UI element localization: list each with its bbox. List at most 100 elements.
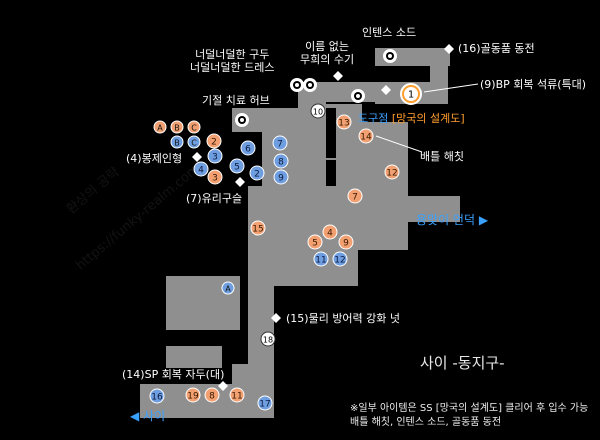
label-antique-coin: (16)골동품 동전: [458, 42, 535, 55]
map-floor: [140, 48, 460, 418]
treasure-shoes-icon: [290, 78, 304, 92]
marker-blue-5: 5: [229, 158, 245, 174]
marker-letter-c: C: [187, 120, 201, 134]
marker-blue-11: 11: [313, 251, 329, 267]
leader-lines: [375, 83, 479, 153]
marker-blue-3: 3: [207, 148, 223, 164]
marker-orange-19: 19: [185, 387, 201, 403]
marker-letter-a: A: [153, 120, 167, 134]
marker-featured-1: 1: [400, 83, 422, 105]
svg-text:1: 1: [408, 90, 414, 101]
marker-orange-7: 7: [347, 188, 363, 204]
item-sp-icon: [218, 381, 228, 391]
marker-white-10: 10: [310, 103, 326, 119]
svg-text:6: 6: [245, 145, 251, 155]
marker-blue-8: 8: [273, 153, 289, 169]
marker-blue-12: 12: [332, 251, 348, 267]
svg-text:9: 9: [278, 174, 284, 184]
item-water-icon: [271, 313, 281, 323]
svg-text:3: 3: [212, 174, 218, 184]
marker-white-18: 18: [260, 331, 276, 347]
label-bp-stone: (9)BP 회복 석류(특대): [480, 78, 587, 91]
svg-text:C: C: [191, 139, 197, 148]
treasure-ring-icon: [351, 89, 365, 103]
svg-text:11: 11: [315, 256, 326, 266]
label-shop-row: 도구점 [망국의 설계도]: [358, 112, 465, 125]
svg-text:17: 17: [259, 400, 270, 410]
svg-text:13: 13: [338, 119, 349, 129]
label-ex-seal: (4)봉제인형: [126, 152, 183, 165]
label-blueprint: [망국의 설계도]: [391, 112, 465, 125]
marker-blue-17: 17: [257, 395, 273, 411]
label-weapon-shop: 도구점: [358, 112, 389, 125]
marker-orange-14: 14: [358, 128, 374, 144]
label-water-resist: (15)물리 방어력 강화 넛: [286, 312, 401, 325]
svg-text:8: 8: [278, 158, 284, 168]
marker-letter-c-blue: C: [187, 135, 201, 149]
marker-letter-b-blue: B: [170, 135, 184, 149]
exit-west-label[interactable]: ◀ 사이: [130, 409, 166, 423]
svg-text:5: 5: [234, 163, 240, 173]
svg-text:A: A: [157, 124, 163, 133]
svg-text:4: 4: [198, 166, 204, 176]
treasure-herb-icon: [235, 113, 249, 127]
marker-letter-b: B: [170, 120, 184, 134]
exit-east-label[interactable]: 용맞이 언덕 ▶: [416, 213, 489, 227]
svg-text:19: 19: [187, 392, 199, 402]
svg-text:16: 16: [151, 393, 163, 403]
label-curing-herb: 기절 치료 허브: [202, 94, 270, 107]
label-battle-note: 배틀 해칫: [420, 150, 464, 163]
svg-text:A: A: [225, 285, 231, 294]
item-coin-icon: [444, 44, 454, 54]
marker-orange-15: 15: [250, 220, 266, 236]
marker-orange-4: 4: [322, 224, 338, 240]
svg-text:2: 2: [211, 138, 217, 148]
marker-orange-3: 3: [207, 169, 223, 185]
svg-text:B: B: [174, 124, 180, 133]
item-tomb-icon: [333, 71, 343, 81]
footnote-line-2: 배틀 해칫, 인텐스 소드, 골동품 동전: [350, 417, 502, 428]
marker-blue-6: 6: [240, 140, 256, 156]
svg-text:18: 18: [263, 336, 273, 345]
marker-orange-9: 9: [338, 234, 354, 250]
marker-orange-5: 5: [307, 234, 323, 250]
label-sp-herb: (14)SP 회복 자두(대): [122, 368, 225, 381]
marker-blue-7: 7: [272, 135, 288, 151]
svg-text:12: 12: [386, 169, 397, 179]
svg-text:11: 11: [231, 392, 242, 402]
svg-text:8: 8: [209, 392, 215, 402]
item-bp-icon: [381, 85, 391, 95]
svg-text:5: 5: [312, 239, 318, 249]
marker-orange-12: 12: [384, 164, 400, 180]
marker-orange-13: 13: [336, 114, 352, 130]
marker-blue-16: 16: [149, 388, 165, 404]
marker-letter-a-blue: A: [221, 281, 235, 295]
svg-text:14: 14: [360, 133, 372, 143]
marker-blue-9: 9: [273, 169, 289, 185]
footnote-line-1: ※일부 아이템은 SS [망국의 설계도] 클리어 후 입수 가능: [350, 403, 589, 414]
svg-text:2: 2: [254, 170, 260, 180]
svg-text:B: B: [174, 139, 180, 148]
marker-orange-11: 11: [229, 387, 245, 403]
map-walls: [326, 108, 434, 186]
treasure-intense-sword-icon: [383, 49, 397, 63]
label-intense-sword: 인텐스 소드: [362, 26, 417, 39]
treasure-dress-icon: [303, 78, 317, 92]
svg-text:7: 7: [277, 140, 283, 150]
item-seal-icon: [192, 152, 202, 162]
marker-blue-2: 2: [249, 165, 265, 181]
svg-text:12: 12: [334, 256, 345, 266]
svg-text:10: 10: [313, 108, 323, 117]
marker-blue-4: 4: [193, 161, 209, 177]
marker-orange-8: 8: [204, 387, 220, 403]
label-glass-bead: (7)유리구슬: [186, 192, 243, 205]
svg-text:15: 15: [252, 225, 263, 235]
label-ragged-dress: 너덜너덜한 구두 너덜너덜한 드레스: [190, 48, 275, 74]
area-title: 사이 -동지구-: [420, 354, 505, 372]
svg-text:4: 4: [327, 229, 333, 239]
label-nameless-tomb: 이름 없는 무희의 수기: [300, 40, 355, 66]
svg-text:C: C: [191, 124, 197, 133]
svg-text:3: 3: [212, 153, 218, 163]
